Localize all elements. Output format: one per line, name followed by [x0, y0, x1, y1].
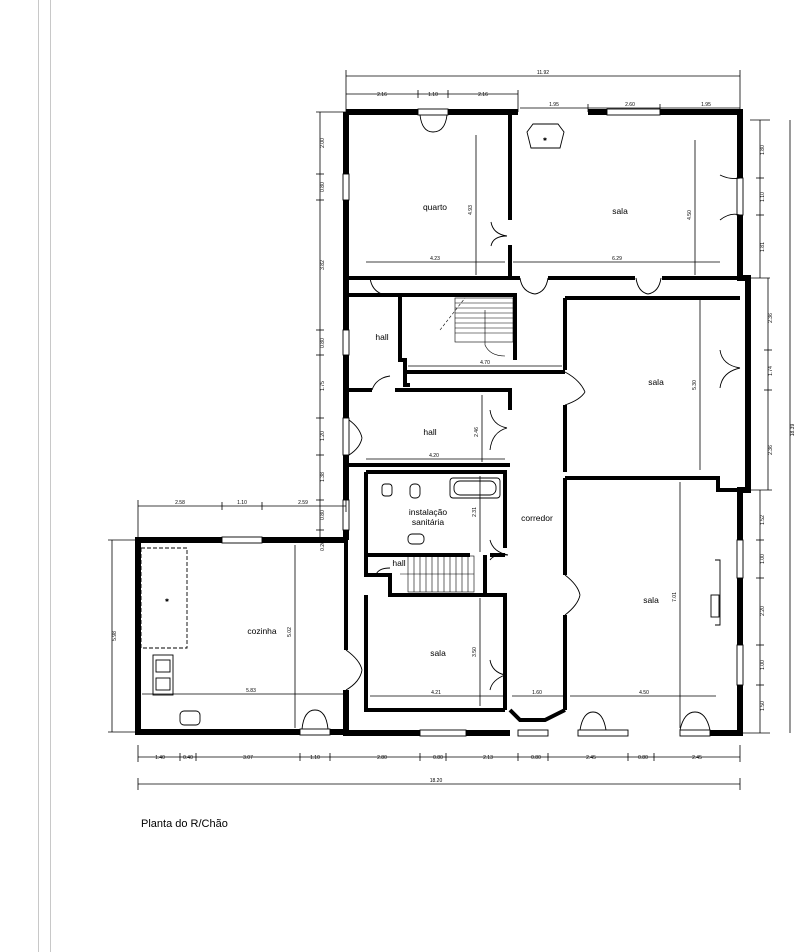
dimension-label: 2.45	[692, 755, 702, 761]
svg-text:✱: ✱	[165, 598, 169, 604]
dimension-label: 0.80	[320, 338, 326, 348]
dimension-label: 2.80	[377, 755, 387, 761]
dimension-label: 1.40	[155, 755, 165, 761]
dimension-label: 0.80	[320, 182, 326, 192]
dimension-label: 1.52	[760, 515, 766, 525]
windows	[221, 108, 744, 737]
door-swings	[301, 114, 741, 731]
dimension-label: 1.50	[760, 701, 766, 711]
dimension-label: 2.36	[768, 445, 774, 455]
dimension-label: 0.26	[320, 541, 326, 551]
dimension-label: 18.39	[790, 424, 796, 437]
dimension-label: 1.10	[760, 192, 766, 202]
dimension-label: 5.83	[246, 688, 256, 694]
staircase-upper	[439, 297, 514, 357]
dimension-label: 1.10	[237, 500, 247, 506]
room-label-cozinha: cozinha	[247, 626, 277, 636]
dimension-label: 1.80	[760, 145, 766, 155]
sala-fireplace	[710, 594, 720, 618]
bottom-dimensions: 1.40 0.40 3.07 1.10 2.80 0.80 2.13 0.80 …	[137, 745, 741, 790]
dimension-label: 0.80	[433, 755, 443, 761]
dimension-label: 2.58	[175, 500, 185, 506]
fireplace: ✱	[526, 123, 565, 149]
dimension-label: 5.30	[692, 380, 698, 390]
room-label-instalacao: instalação	[409, 507, 448, 517]
dimension-label: 3.50	[472, 647, 478, 657]
dimension-label: 1.00	[760, 554, 766, 564]
dimension-label: 1.10	[428, 92, 438, 98]
dimension-label: 2.31	[472, 507, 478, 517]
dimension-label: 18.20	[430, 778, 443, 784]
dimension-label: 3.82	[320, 260, 326, 270]
right-dimensions: 1.80 1.10 1.81 2.36 1.74 2.36 1.52 1.00 …	[740, 119, 796, 734]
interior-walls	[344, 112, 748, 722]
dimension-label: 0.40	[183, 755, 193, 761]
dimension-label: 4.23	[430, 256, 440, 262]
kitchen-fixtures: ✱	[140, 547, 201, 726]
dimension-label: 2.16	[377, 92, 387, 98]
dimension-label: 7.01	[672, 592, 678, 602]
dimension-label: 1.38	[320, 472, 326, 482]
dimension-label: 4.21	[431, 690, 441, 696]
dimension-label: 4.20	[429, 453, 439, 459]
dimension-label: 1.60	[532, 690, 542, 696]
interior-dimensions: 4.23 6.29 4.93 4.50 4.70 5.30 2.46 4.20 …	[142, 135, 720, 728]
dimension-label: 1.20	[320, 431, 326, 441]
room-label-quarto: quarto	[423, 202, 447, 212]
dimension-label: 1.75	[320, 381, 326, 391]
staircase-lower	[400, 555, 475, 593]
dimension-label: 2.00	[320, 138, 326, 148]
dimension-label: 4.93	[468, 205, 474, 215]
dimension-label: 4.50	[687, 210, 693, 220]
left-dimensions: 2.00 0.80 3.82 0.80 1.75 1.20 1.38 0.80 …	[316, 111, 346, 551]
room-label-corredor: corredor	[521, 513, 553, 523]
dimension-label: 2.36	[768, 313, 774, 323]
dimension-label: 2.60	[625, 102, 635, 108]
dimension-label: 4.50	[639, 690, 649, 696]
dimension-label: 1.95	[701, 102, 711, 108]
dimension-label: 2.45	[586, 755, 596, 761]
bathroom-fixtures	[381, 477, 501, 545]
room-label-sala-bottom: sala	[430, 648, 446, 658]
dimension-label: 2.13	[483, 755, 493, 761]
dimension-label: 5.98	[112, 631, 118, 641]
room-label-hall-mid: hall	[423, 427, 436, 437]
kitchen-left-dimension: 5.98	[108, 539, 138, 733]
dimension-label: 1.00	[760, 660, 766, 670]
dimension-label: 4.70	[480, 360, 490, 366]
dimension-label: 2.16	[478, 92, 488, 98]
dimension-label: 5.02	[287, 627, 293, 637]
svg-text:✱: ✱	[543, 137, 547, 143]
dimension-label: 2.46	[474, 427, 480, 437]
dimension-label: 11.92	[537, 70, 549, 76]
dimension-label: 0.80	[531, 755, 541, 761]
dimension-label: 1.10	[310, 755, 320, 761]
dimension-label: 0.80	[320, 510, 326, 520]
scan-margin-line	[38, 0, 39, 952]
room-label-sala-bottom-right: sala	[643, 595, 659, 605]
dimension-label: 2.20	[760, 606, 766, 616]
plan-caption: Planta do R/Chão	[141, 818, 228, 830]
room-label-sala-top: sala	[612, 206, 628, 216]
dimension-label: 0.80	[638, 755, 648, 761]
room-label-sala-right-mid: sala	[648, 377, 664, 387]
dimension-label: 1.95	[549, 102, 559, 108]
dimension-label: 1.74	[768, 366, 774, 376]
kitchen-top-dimensions: 2.58 1.10 2.59	[137, 500, 347, 540]
room-label-sanitaria: sanitária	[412, 517, 444, 527]
room-labels: quarto sala hall sala hall instalação sa…	[247, 202, 664, 658]
room-label-hall-upper: hall	[375, 332, 388, 342]
dimension-label: 6.29	[612, 256, 622, 262]
top-dimensions: 11.92 2.16 1.10 2.16 1.95 2.60 1.95	[345, 70, 741, 112]
scan-margin-line-2	[50, 0, 51, 952]
dimension-label: 3.07	[243, 755, 253, 761]
dimension-label: 2.59	[298, 500, 308, 506]
room-label-hall-small: hall	[392, 558, 405, 568]
dimension-label: 1.81	[760, 242, 766, 252]
